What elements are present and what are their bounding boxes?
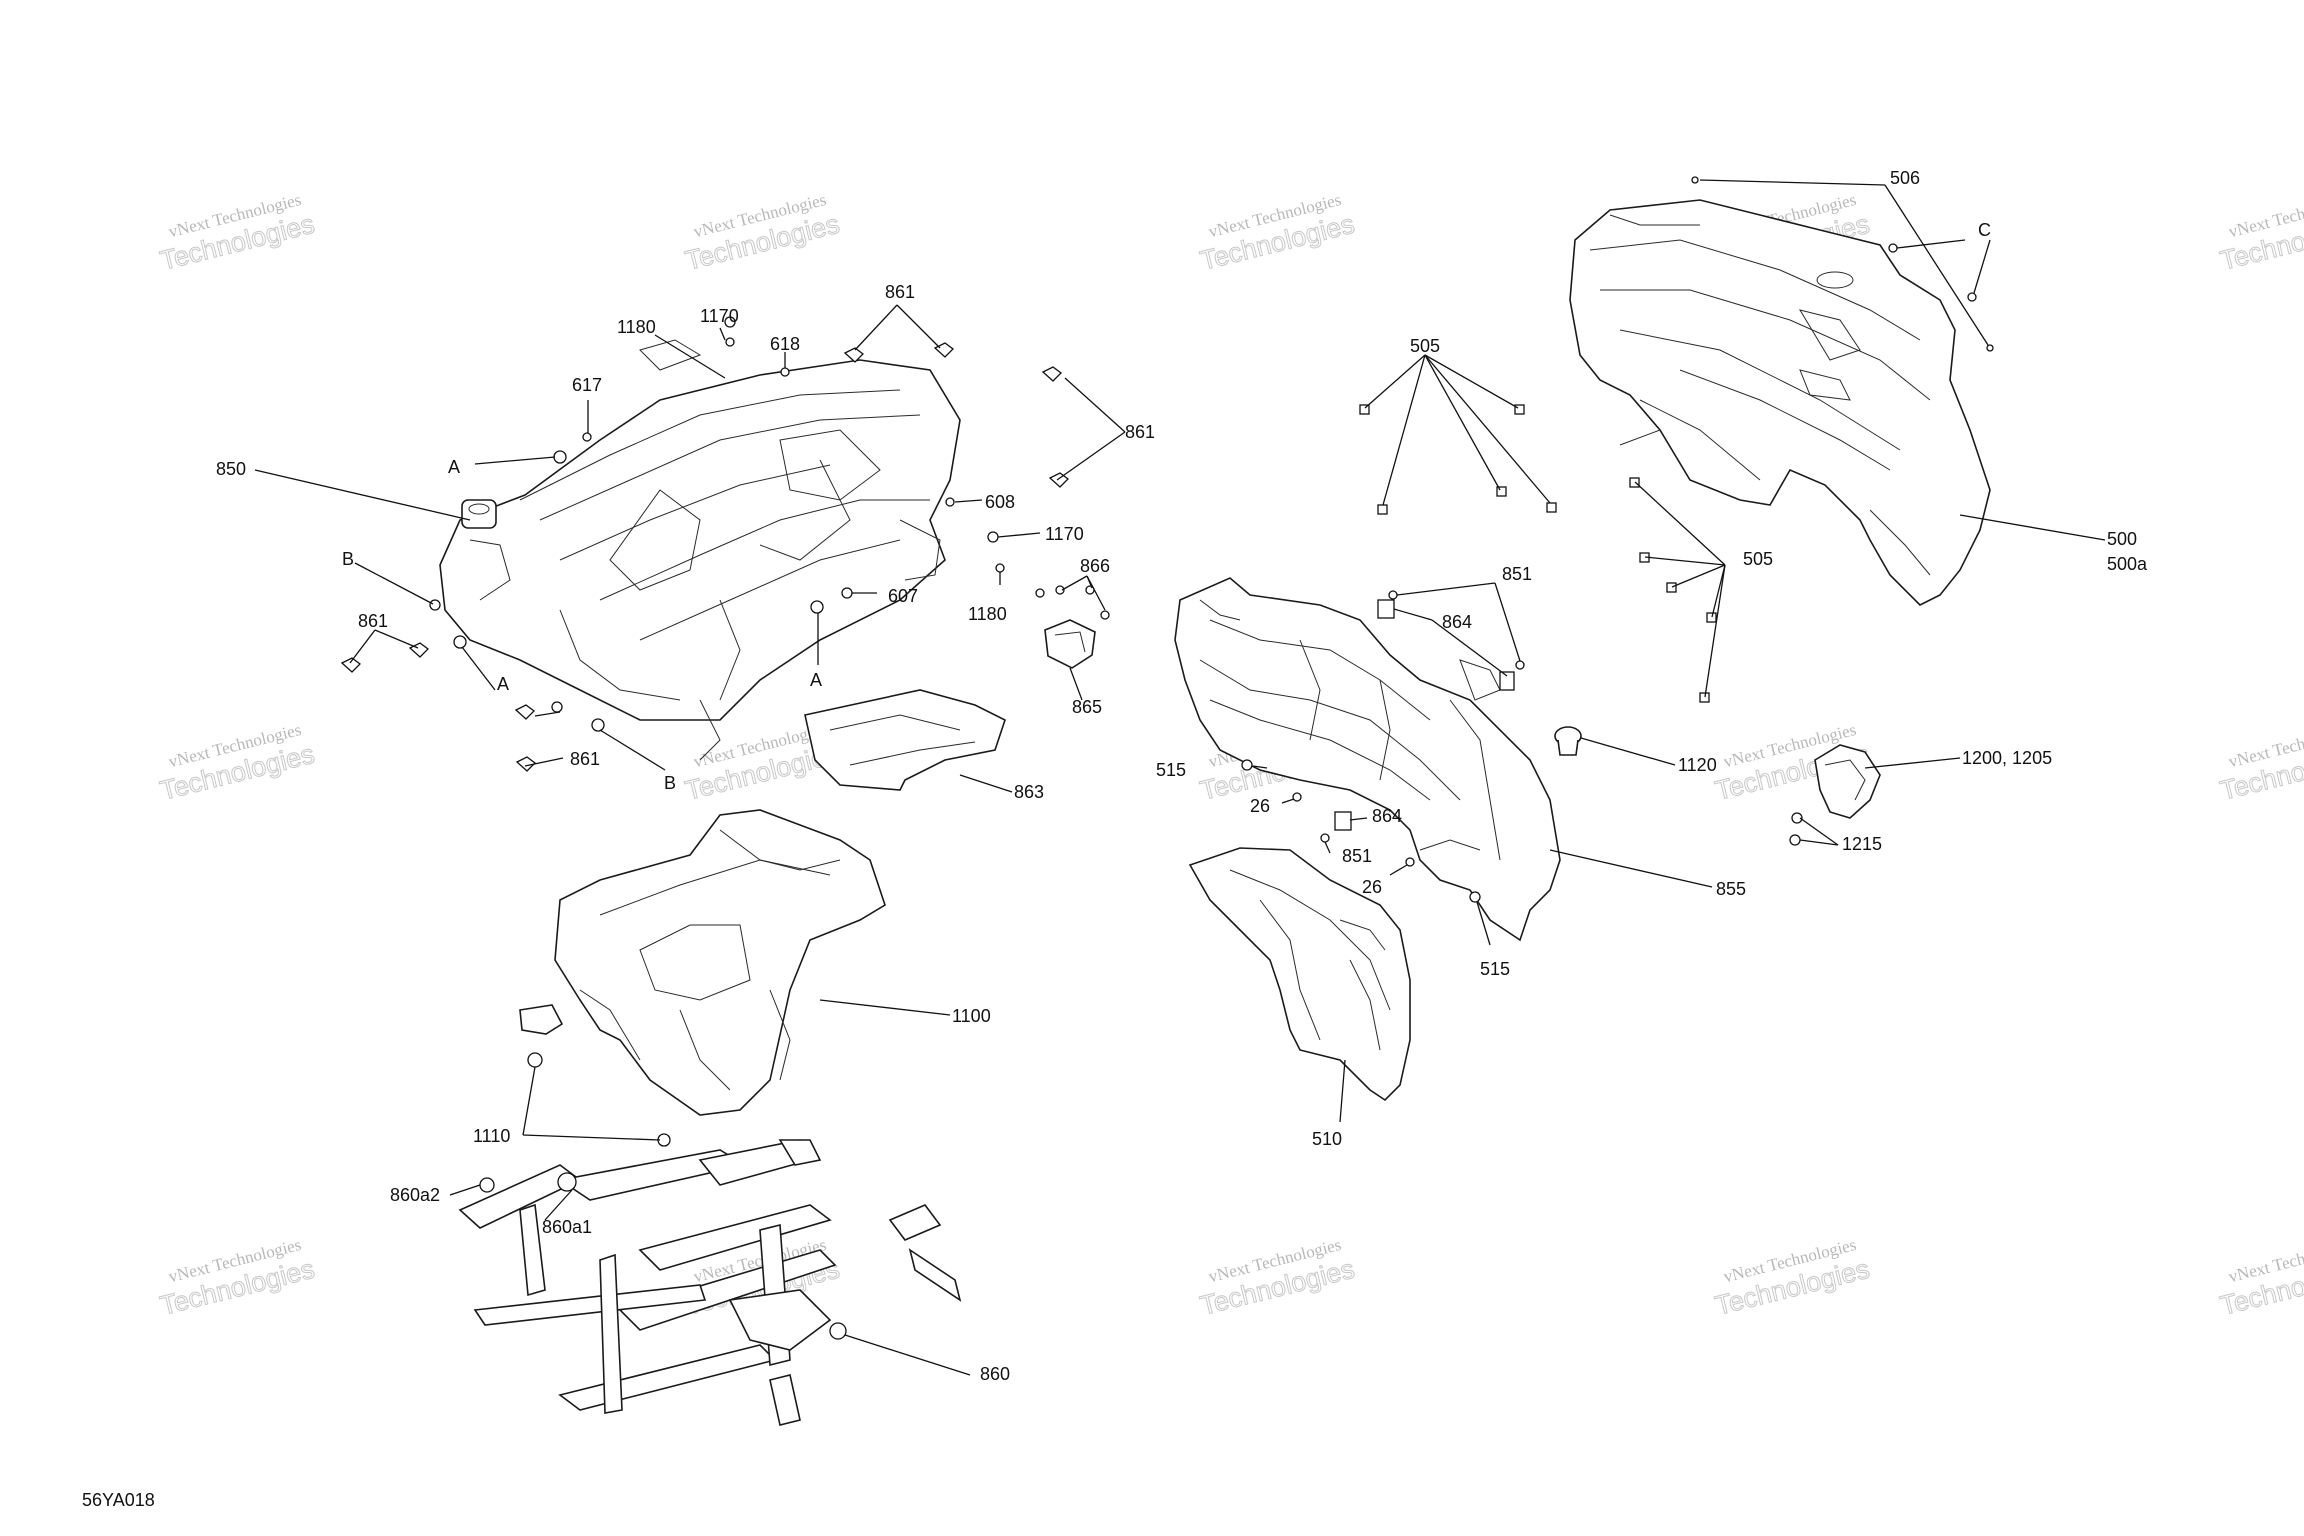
part-850-rear-frame [439,339,961,761]
callout-850: 850 [216,459,246,479]
callout-866: 866 [1080,556,1110,576]
leader-lines [254,179,2106,1376]
watermark: vNext Technologies Technologies [157,1235,318,1321]
part-510-side-panel [1188,847,1411,1102]
callout-515: 515 [1480,959,1510,979]
part-860-subframe [458,1139,962,1426]
callout-1170: 1170 [700,306,739,326]
part-863-skid-plate [804,689,1006,791]
callout-506: 506 [1890,168,1920,188]
callout-1110: 1110 [473,1126,510,1146]
callout-861: 861 [570,749,600,769]
callout-b: B [342,549,354,569]
callout-505: 505 [1743,549,1773,569]
callout-860a2: 860a2 [390,1185,440,1205]
watermark: vNext Technologies Technologies [1712,1235,1873,1321]
callout-617: 617 [572,375,602,395]
callout-a: A [448,457,460,477]
part-1100-rear-fender [519,809,886,1116]
callout-1100: 1100 [952,1006,991,1026]
callout-618: 618 [770,334,800,354]
callout-1200-1205: 1200, 1205 [1962,748,2052,768]
callout-864: 864 [1372,806,1402,826]
callout-860: 860 [980,1364,1010,1384]
callout-26: 26 [1362,877,1382,897]
callout-863: 863 [1014,782,1044,802]
part-500-front-console [1569,199,1991,606]
callout-865: 865 [1072,697,1102,717]
callout-861: 861 [1125,422,1155,442]
callout-500a: 500a [2107,554,2148,574]
callout-labels: 861 1170 1180 618 617 A 850 861 608 1170… [216,168,2148,1384]
watermark: vNext Technologies Technologies [157,720,318,806]
callout-864: 864 [1442,612,1472,632]
callout-a: A [810,670,822,690]
callout-1180: 1180 [968,604,1007,624]
part-865-bracket [1044,619,1096,669]
callout-861: 861 [885,282,915,302]
callout-1120: 1120 [1678,755,1717,775]
callout-851: 851 [1502,564,1532,584]
callout-500: 500 [2107,529,2137,549]
callout-1180: 1180 [617,317,656,337]
callout-860a1: 860a1 [542,1217,592,1237]
callout-851: 851 [1342,846,1372,866]
callout-b: B [664,773,676,793]
callout-505: 505 [1410,336,1440,356]
watermark: vNext Technologies Technologies [2217,190,2304,276]
drawing-id: 56YA018 [82,1490,155,1510]
callout-515: 515 [1156,760,1186,780]
callout-1215: 1215 [1842,834,1882,854]
callout-861: 861 [358,611,388,631]
watermark: vNext Technologies Technologies [1197,1235,1358,1321]
callout-607: 607 [888,586,918,606]
callout-1170: 1170 [1045,524,1084,544]
watermark: vNext Technologies Technologies [682,190,843,276]
callout-608: 608 [985,492,1015,512]
callout-a: A [497,674,509,694]
callout-c: C [1978,220,1991,240]
part-1120-grommet [1554,726,1582,756]
callout-855: 855 [1716,879,1746,899]
callout-26: 26 [1250,796,1270,816]
watermark: vNext Technologies Technologies [157,190,318,276]
part-855-front-inner-frame [1174,577,1561,942]
watermark: vNext Technologies Technologies [2217,1235,2304,1321]
watermark: vNext Technologies Technologies [1197,190,1358,276]
part-1200-cover [1814,744,1881,819]
watermark: vNext Technologies Technologies [2217,720,2304,806]
callout-510: 510 [1312,1129,1342,1149]
